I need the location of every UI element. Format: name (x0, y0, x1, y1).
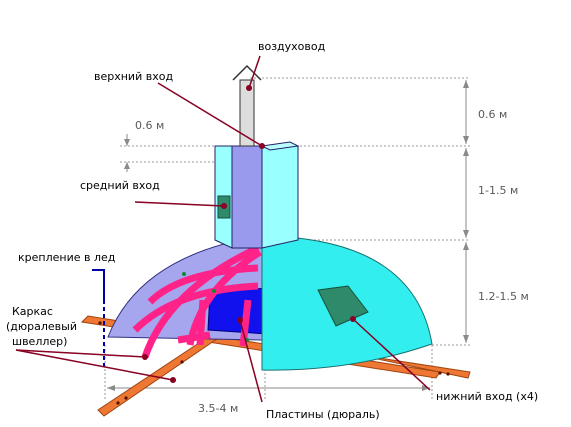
beam-bolts (98, 321, 450, 405)
label-duct: воздуховод (258, 40, 326, 53)
dimension-arrows (107, 80, 467, 389)
label-bottom-entrance: нижний вход (x4) (436, 390, 538, 403)
plates-section (207, 287, 269, 335)
label-ice-mount: крепление в лед (18, 251, 116, 264)
dim-right-top: 0.6 м (478, 108, 507, 121)
rib-rivets (182, 272, 249, 342)
pointer-dots (142, 85, 356, 383)
frame-ribs (132, 244, 262, 359)
arrow-heads (107, 80, 469, 391)
pointer-lines (15, 55, 431, 403)
label-top-entrance: верхний вход (94, 70, 173, 83)
dim-right-middle: 1-1.5 м (478, 184, 518, 197)
duct-cap-icon (232, 64, 262, 81)
ice-mount-hook-icon (92, 269, 105, 300)
dim-width: 3.5-4 м (198, 402, 238, 415)
label-middle-entrance: средний вход (80, 179, 160, 192)
label-frame-3: швеллер) (12, 335, 67, 348)
label-plates: Пластины (дюраль) (266, 408, 380, 421)
label-frame-1: Каркас (12, 305, 53, 318)
dim-right-bottom: 1.2-1.5 м (478, 290, 529, 303)
label-frame-2: (дюралевый (6, 320, 77, 333)
air-duct (239, 79, 255, 147)
tube-back-panel (231, 145, 263, 249)
bottom-entrance-hatch (317, 285, 369, 327)
tube-top (260, 141, 300, 151)
dim-left-small: 0.6 м (135, 119, 164, 132)
tube-right-panel (261, 145, 299, 249)
